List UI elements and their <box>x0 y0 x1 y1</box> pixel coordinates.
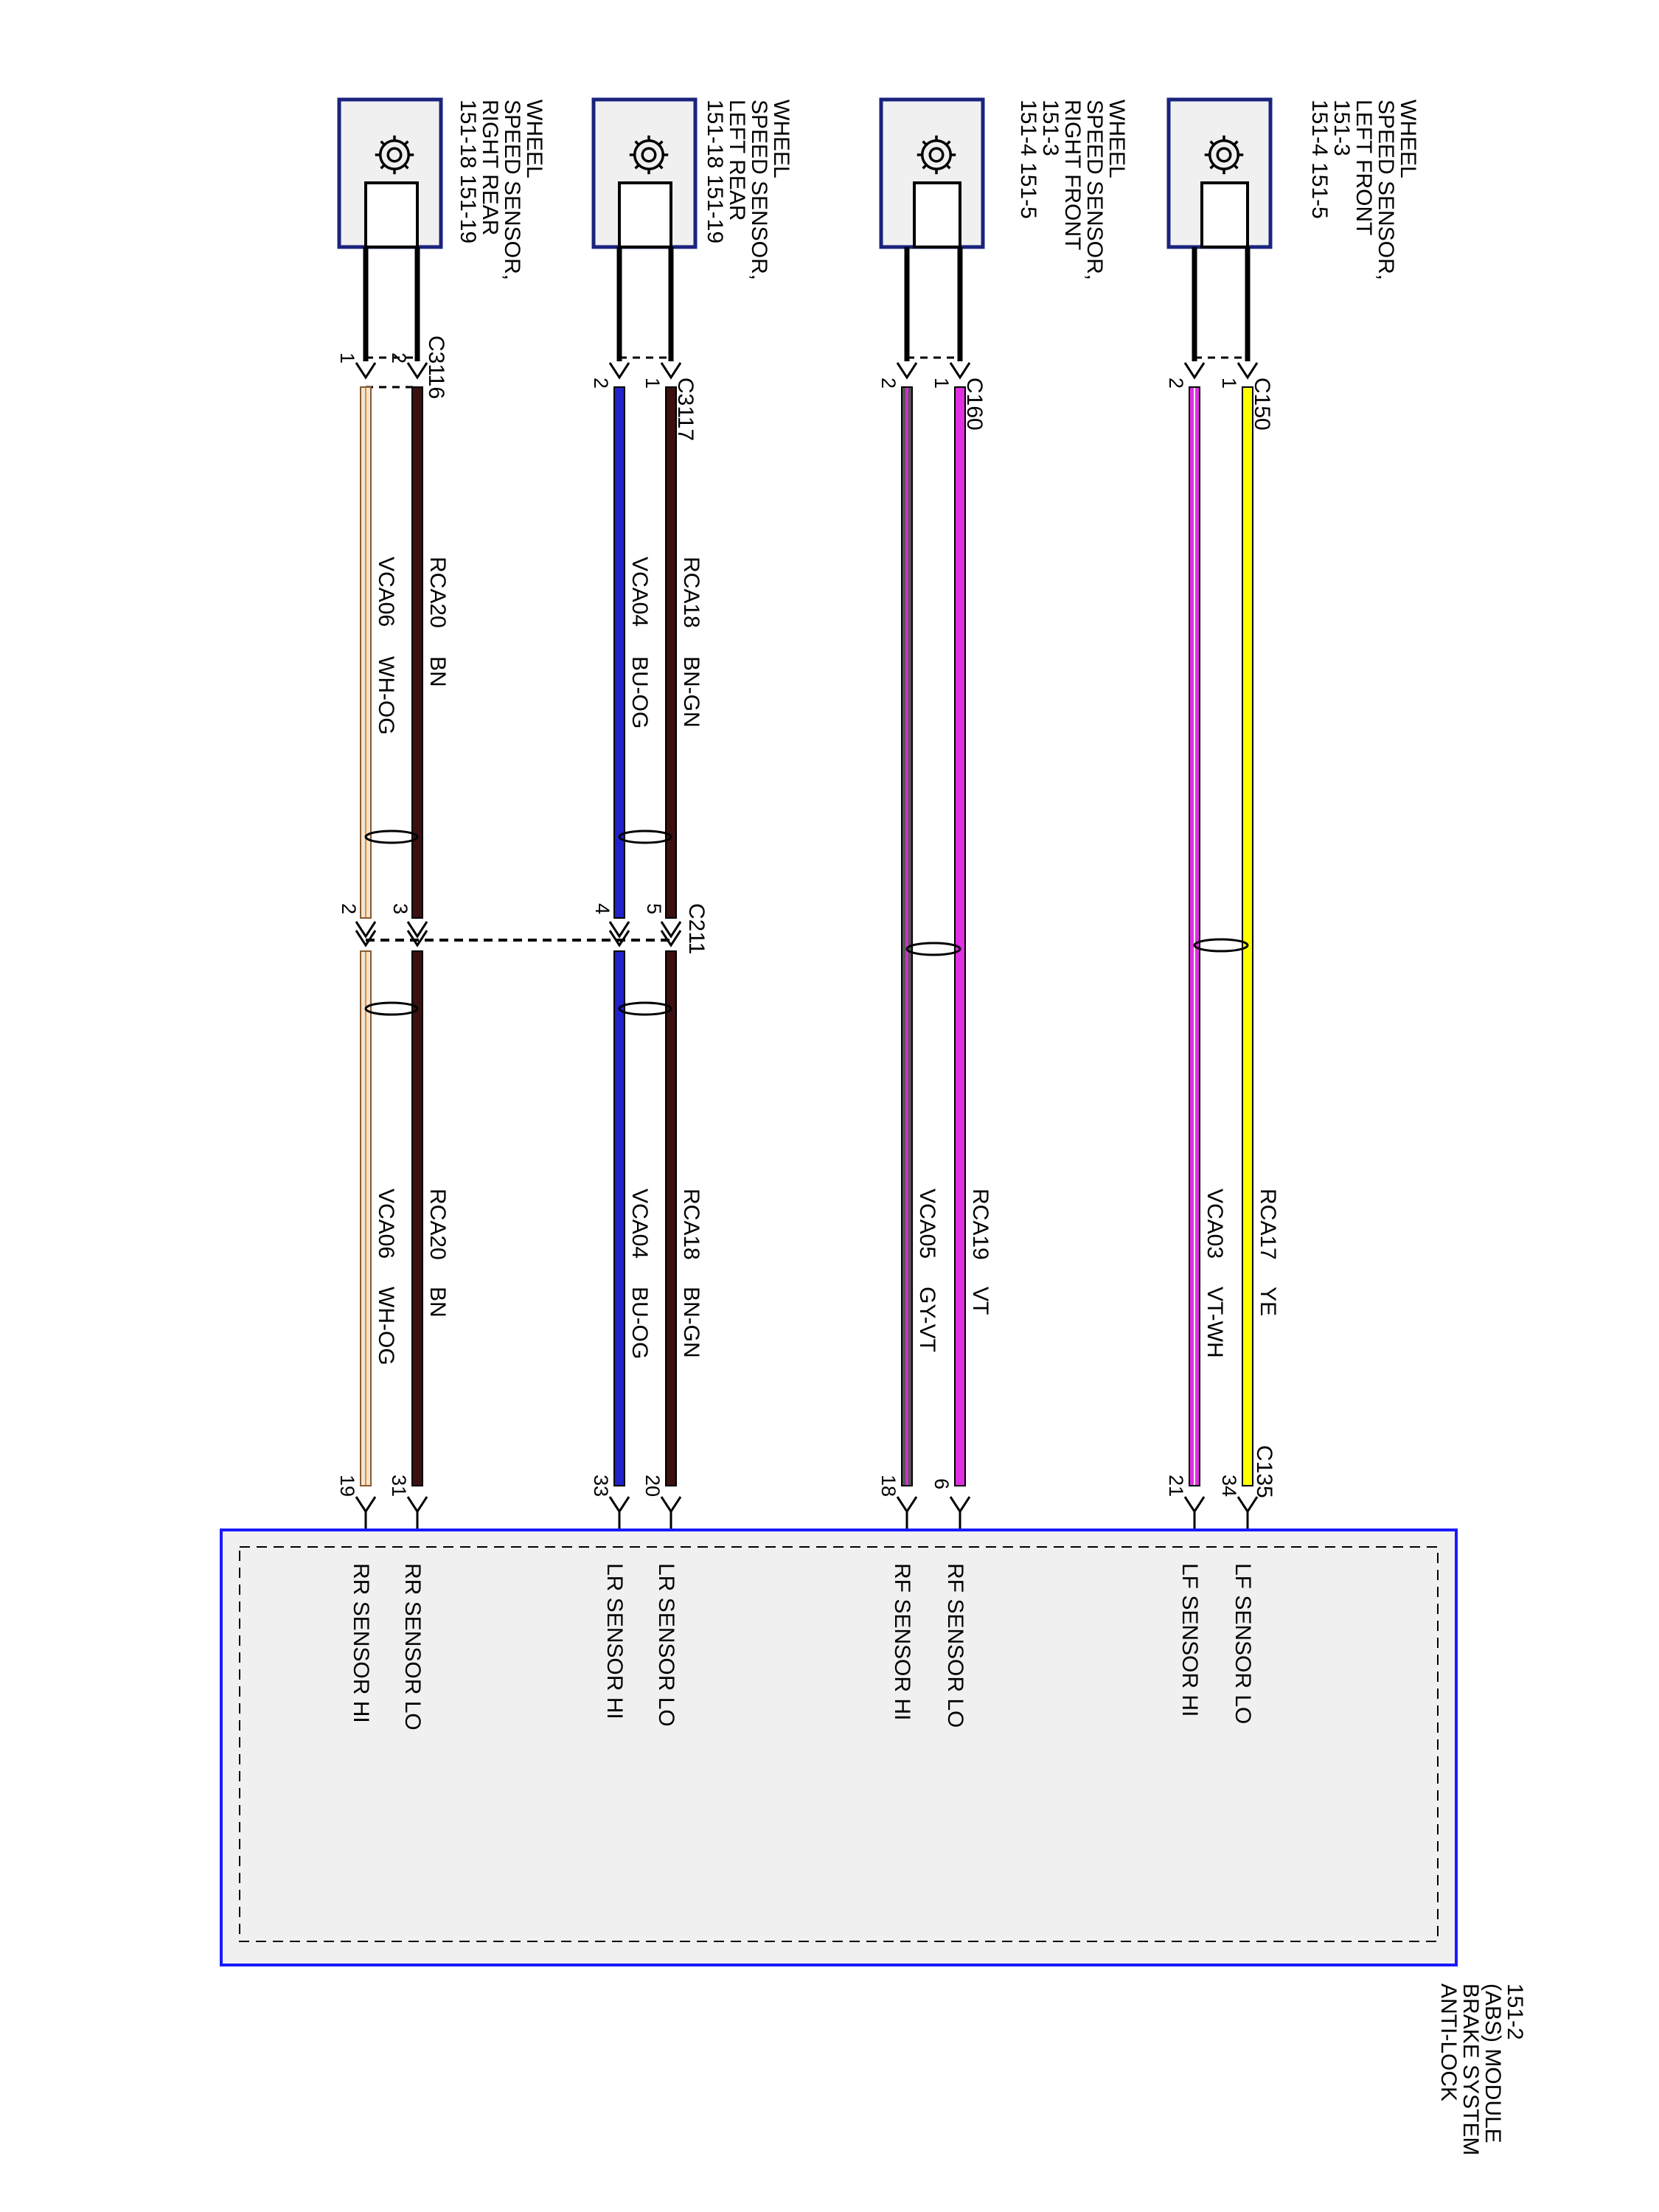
pin-label: 18 <box>877 1475 900 1497</box>
wire-rf-lo <box>954 386 966 1486</box>
sensor-right-rear: WHEEL SPEED SENSOR, RIGHT REAR 151-18 15… <box>337 97 546 286</box>
pin-label: 6 <box>931 1478 953 1489</box>
connector-label-c211: C211 <box>684 903 709 955</box>
pin-label: 1 <box>931 378 953 389</box>
pin-label: 5 <box>643 903 665 914</box>
wire-rf-hi <box>901 386 913 1486</box>
circuit-label: VCA04 <box>627 1189 652 1259</box>
connector-label-c160: C160 <box>962 378 987 431</box>
color-code-label: BU-OG <box>627 1287 652 1359</box>
pin-label: 19 <box>336 1475 358 1497</box>
circuit-label: VCA05 <box>915 1189 939 1259</box>
wire-labels-upper: RCA18 BN-GN VCA04 BU-OG RCA20 BN VCA06 W… <box>374 557 703 735</box>
circuit-label: RCA18 <box>679 1189 703 1260</box>
sensor-body-right-front <box>913 181 961 248</box>
module-pin-label: RF SENSOR HI <box>890 1563 914 1720</box>
color-code-label: YE <box>1256 1287 1280 1316</box>
color-code-label: VT-WH <box>1203 1287 1227 1358</box>
color-code-label: BN-GN <box>679 1287 703 1358</box>
circuit-label: RCA20 <box>425 557 450 628</box>
connector-label-c135: C135 <box>1252 1445 1276 1498</box>
connector-arrow-icon <box>896 362 971 380</box>
circuit-label: VCA03 <box>1203 1189 1227 1259</box>
connector-arrow-icon <box>1183 362 1259 380</box>
module-pin-label: LR SENSOR HI <box>602 1563 627 1719</box>
color-code-label: WH-OG <box>374 656 398 735</box>
sensor-title-left-front: WHEEL SPEED SENSOR, LEFT FRONT 151-3 151… <box>1307 100 1420 286</box>
wire-lf-hi <box>1189 386 1200 1486</box>
pin-label: 2 <box>1165 378 1187 389</box>
sensor-leads <box>363 247 1251 361</box>
sensor-body-right-rear <box>364 181 419 248</box>
connector-arrow-icon <box>608 362 682 380</box>
pin-label: 20 <box>641 1475 664 1497</box>
module-pin-label: LF SENSOR HI <box>1178 1563 1202 1717</box>
connector-label-c3116: C3116 <box>424 335 448 399</box>
wire-rr-hi <box>360 386 372 1486</box>
circuit-label: RCA20 <box>425 1189 450 1260</box>
pin-label: 33 <box>590 1475 612 1497</box>
sensor-left-rear: WHEEL SPEED SENSOR, LEFT REAR 151-18 151… <box>591 97 793 286</box>
wire-lr-lo <box>665 386 677 1486</box>
color-code-label: WH-OG <box>374 1287 398 1366</box>
connector-c3116: C3116 2 1 <box>336 335 448 399</box>
circuit-label: VCA04 <box>627 557 652 627</box>
module-pin-label: LF SENSOR LO <box>1231 1563 1255 1724</box>
abs-module-box <box>220 1528 1458 1966</box>
sensor-left-front: WHEEL SPEED SENSOR, LEFT FRONT 151-3 151… <box>1166 97 1420 286</box>
wire-lf-lo <box>1242 386 1253 1486</box>
wire-rr-lo <box>411 386 423 1486</box>
twisted-pair-markers <box>364 830 1249 1016</box>
connector-c3117: C3117 1 2 <box>590 356 698 441</box>
sensor-title-right-rear: WHEEL SPEED SENSOR, RIGHT REAR 151-18 15… <box>456 100 546 286</box>
pin-label: 1 <box>336 352 358 364</box>
circuit-label: RCA19 <box>968 1189 992 1260</box>
circuit-label: RCA18 <box>679 557 703 628</box>
pin-label: 2 <box>388 352 410 364</box>
connector-c211: C211 5 4 3 2 <box>338 903 709 955</box>
color-code-label: BN-GN <box>679 656 703 728</box>
module-pin-label: LR SENSOR LO <box>654 1563 678 1727</box>
wire-labels-lower: RCA17 YE VCA03 VT-WH RCA19 VT VCA05 GY-V… <box>374 1189 1280 1366</box>
connector-label-c150: C150 <box>1250 378 1274 431</box>
color-code-label: BN <box>425 656 450 687</box>
module-pin-label: RR SENSOR LO <box>400 1563 425 1731</box>
connector-label-c3117: C3117 <box>673 378 698 441</box>
sensor-title-left-rear: WHEEL SPEED SENSOR, LEFT REAR 151-18 151… <box>703 100 793 286</box>
pin-label: 31 <box>388 1475 410 1497</box>
pin-label: 21 <box>1165 1475 1187 1497</box>
sensor-body-left-rear <box>618 181 672 248</box>
pin-label: 4 <box>591 903 613 914</box>
sensor-right-front: WHEEL SPEED SENSOR, RIGHT FRONT 151-3 15… <box>879 97 1129 286</box>
pin-label: 1 <box>641 378 664 389</box>
pin-label: 2 <box>590 378 612 389</box>
circuit-label: VCA06 <box>374 1189 398 1259</box>
sensor-body-left-front <box>1200 181 1249 248</box>
connector-arrow-icon <box>355 362 428 380</box>
sensor-title-right-front: WHEEL SPEED SENSOR, RIGHT FRONT 151-3 15… <box>1016 100 1129 286</box>
module-title: ANTI-LOCK BRAKE SYSTEM (ABS) MODULE 151-… <box>1436 1983 1527 2162</box>
connector-arrow-icon <box>355 921 682 947</box>
color-code-label: BU-OG <box>627 656 652 728</box>
pin-label: 2 <box>877 378 900 389</box>
connector-c160: C160 1 2 <box>877 356 987 431</box>
color-code-label: GY-VT <box>915 1287 939 1352</box>
module-pin-label: RR SENSOR HI <box>349 1563 373 1723</box>
color-code-label: VT <box>968 1287 992 1315</box>
circuit-label: VCA06 <box>374 557 398 627</box>
pin-label: 2 <box>338 903 360 914</box>
pin-label: 1 <box>1218 378 1240 389</box>
color-code-label: BN <box>425 1287 450 1318</box>
pin-label: 34 <box>1218 1475 1240 1497</box>
connector-c150: C150 1 2 <box>1165 356 1274 431</box>
abs-module: LF SENSOR LO LF SENSOR HI RF SENSOR LO R… <box>220 1528 1527 2162</box>
wire-lr-hi <box>613 386 625 1486</box>
abs-module-inner <box>239 1546 1439 1942</box>
connector-arrow-icon <box>355 1496 1259 1514</box>
pin-label: 3 <box>389 903 411 914</box>
module-pin-label: RF SENSOR LO <box>943 1563 967 1728</box>
connector-c135: C135 34 21 6 18 20 33 31 19 <box>336 1445 1276 1541</box>
circuit-label: RCA17 <box>1256 1189 1280 1260</box>
